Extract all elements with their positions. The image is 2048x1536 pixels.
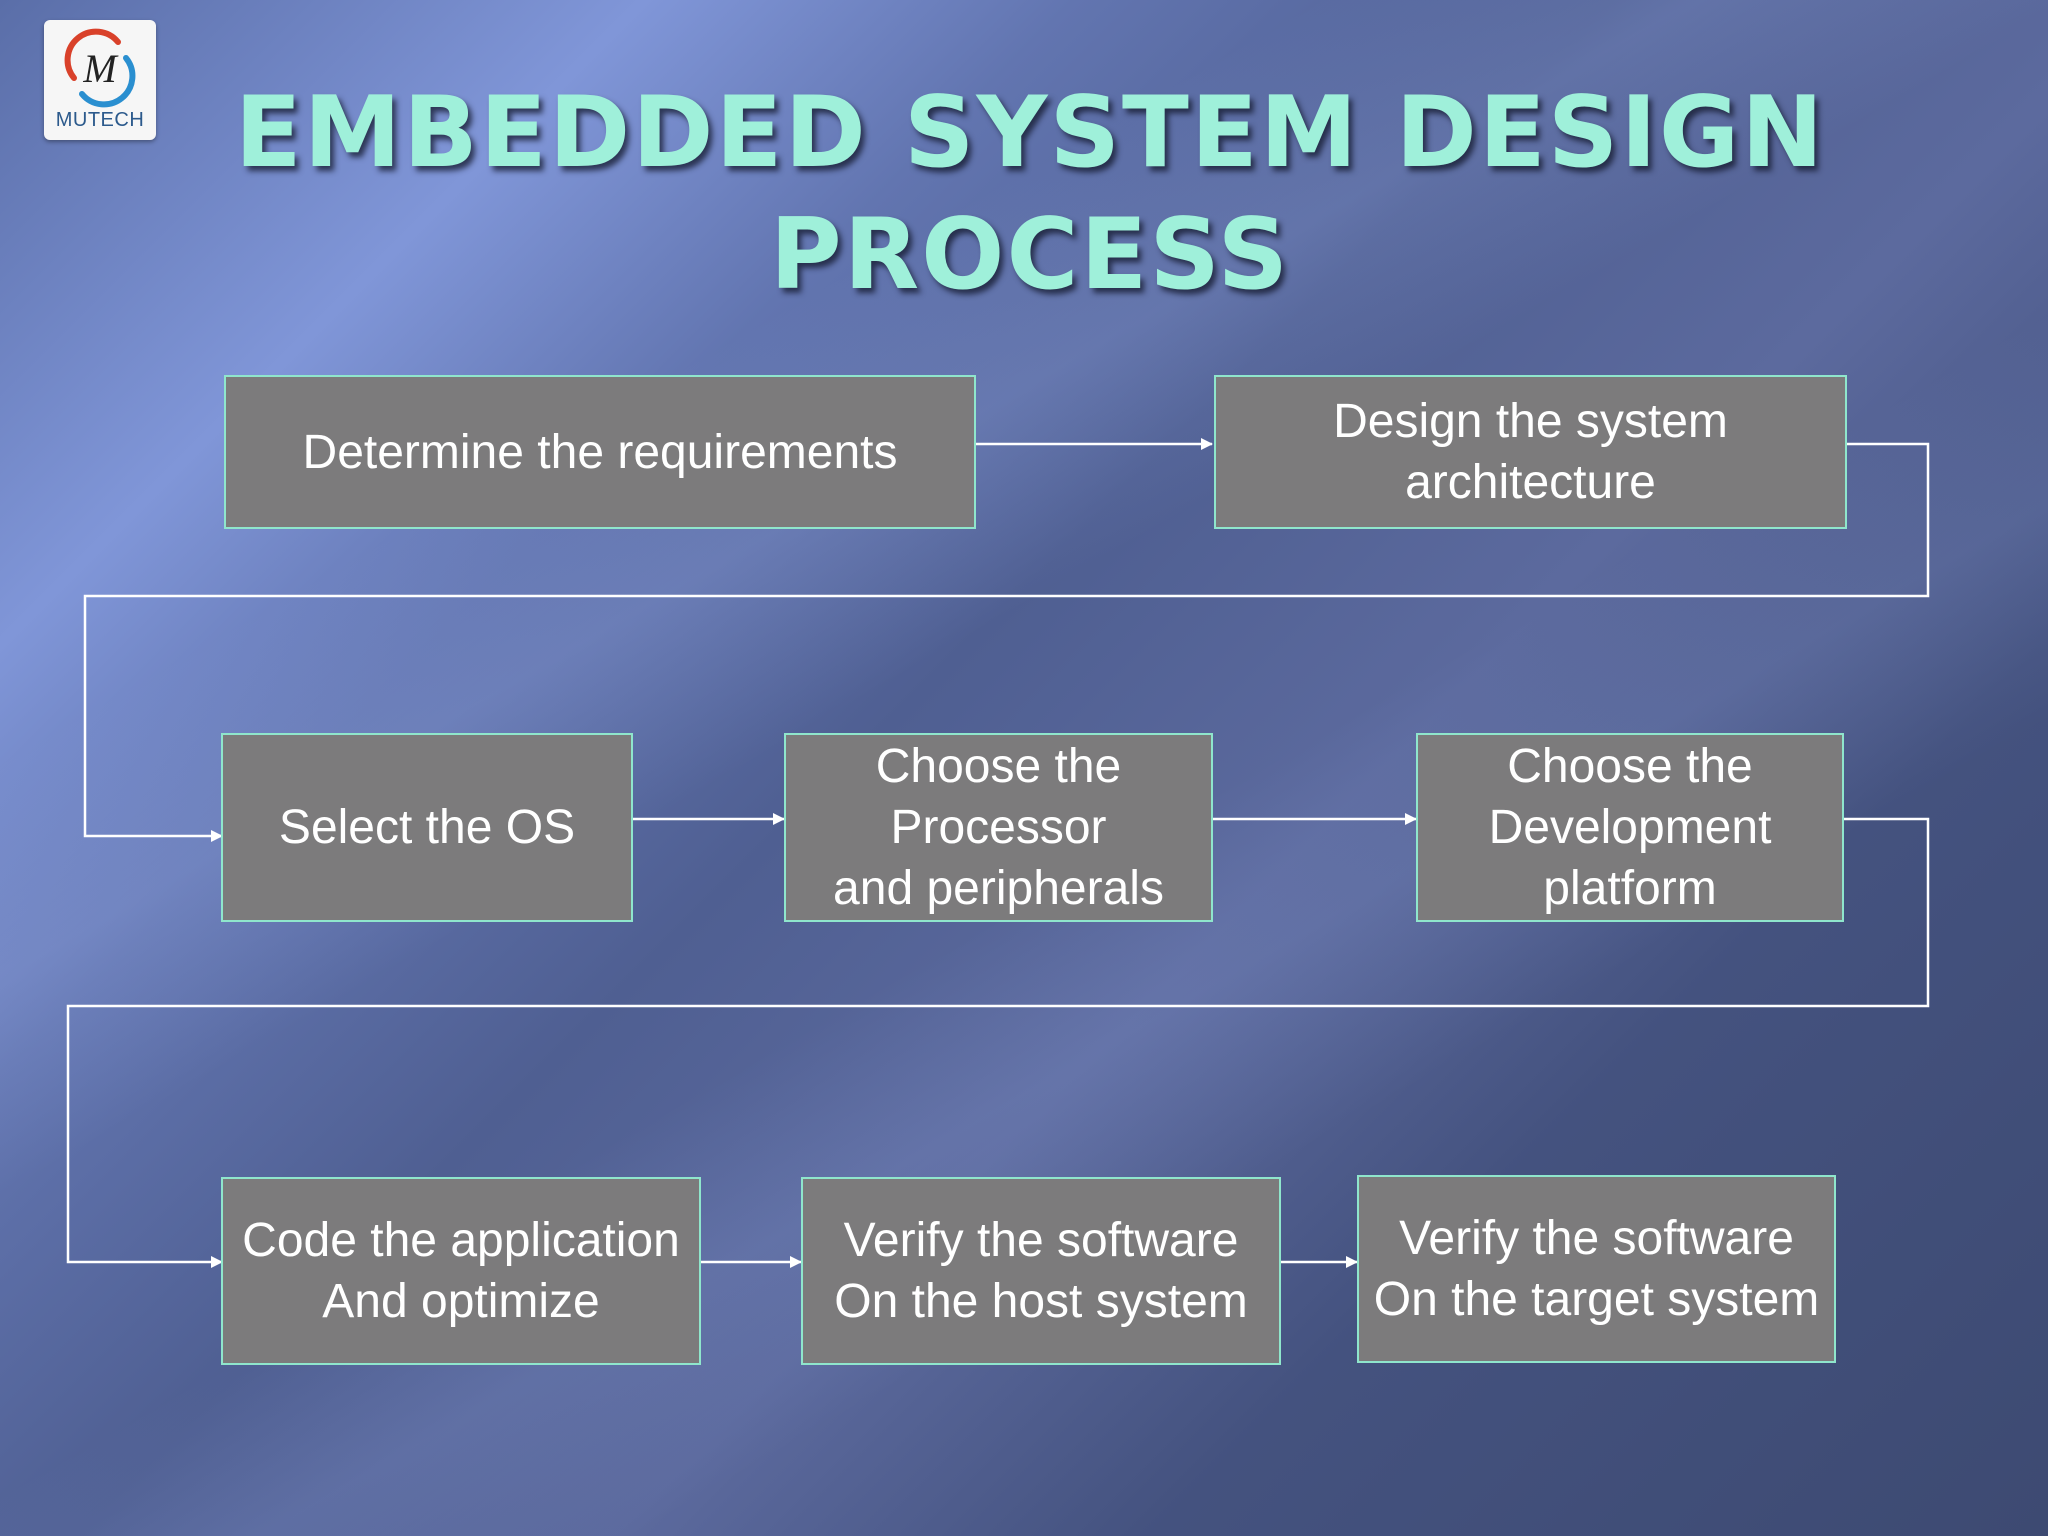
mutech-logo: M MUTECH: [44, 20, 156, 140]
step-verify-target: Verify the software On the target system: [1357, 1175, 1836, 1363]
step-verify-host: Verify the software On the host system: [801, 1177, 1281, 1365]
arrow-architecture-to-os: [83, 442, 1930, 842]
step-determine-requirements: Determine the requirements: [224, 375, 976, 529]
slide-title: EMBEDDED SYSTEM DESIGN PROCESS: [234, 76, 1826, 312]
step-select-os: Select the OS: [221, 733, 633, 922]
svg-text:M: M: [82, 46, 119, 91]
logo-text: MUTECH: [55, 109, 145, 131]
step-choose-processor-label: Choose the Processor and peripherals: [833, 740, 1164, 915]
step-verify-target-label: Verify the software On the target system: [1373, 1212, 1820, 1326]
step-determine-requirements-label: Determine the requirements: [302, 425, 898, 479]
step-design-architecture: Design the system architecture: [1214, 375, 1847, 529]
step-design-architecture-label: Design the system architecture: [1333, 395, 1728, 509]
step-choose-processor: Choose the Processor and peripherals: [784, 733, 1213, 922]
step-choose-dev-platform-label: Choose the Development platform: [1488, 740, 1772, 915]
M-logo-icon: M: [64, 28, 136, 108]
arrow-platform-to-code: [66, 817, 1930, 1268]
step-verify-host-label: Verify the software On the host system: [834, 1214, 1248, 1328]
step-select-os-label: Select the OS: [278, 801, 576, 854]
step-choose-dev-platform: Choose the Development platform: [1416, 733, 1844, 922]
step-code-application: Code the application And optimize: [221, 1177, 701, 1365]
step-code-application-label: Code the application And optimize: [242, 1214, 680, 1328]
